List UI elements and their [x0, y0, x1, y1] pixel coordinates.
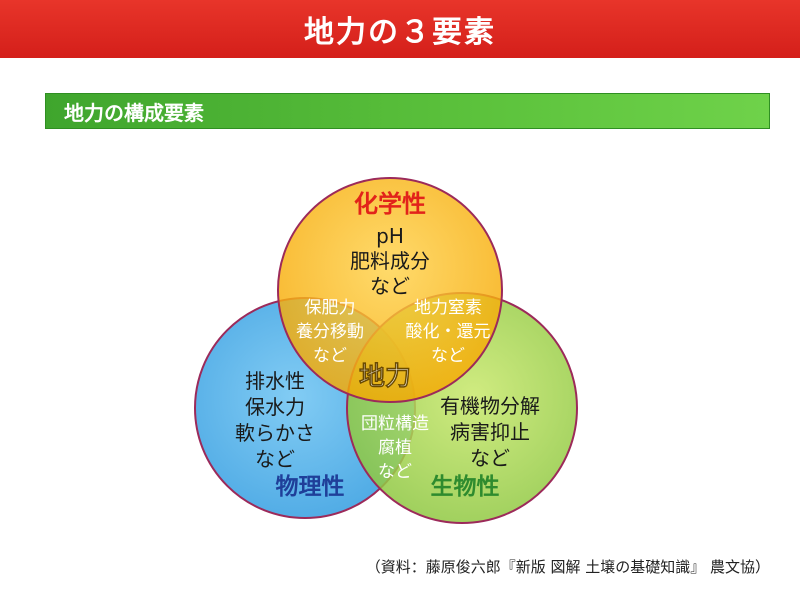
physical-line-3: 軟らかさ: [235, 421, 315, 445]
physical-title: 物理性: [276, 473, 345, 500]
chemical-circle: [277, 177, 503, 403]
biological-line-3: など: [470, 446, 510, 470]
center-label: 地力: [359, 362, 411, 392]
chem-bio-line-1: 地力窒素: [414, 298, 482, 318]
chem-phys-line-2: 養分移動: [296, 322, 364, 342]
biological-title: 生物性: [431, 473, 500, 500]
phys-bio-line-3: など: [378, 462, 412, 482]
physical-line-1: 排水性: [245, 369, 305, 393]
phys-bio-line-2: 腐植: [378, 438, 412, 458]
chem-bio-line-3: など: [431, 346, 465, 366]
section-title: 地力の構成要素: [64, 100, 204, 125]
chemical-line-1: pH: [376, 224, 404, 248]
biological-line-1: 有機物分解: [440, 394, 540, 418]
chem-phys-line-3: など: [313, 346, 347, 366]
title-bar: 地力の３要素: [0, 0, 800, 58]
chemical-line-3: など: [370, 274, 410, 298]
chem-phys-line-1: 保肥力: [305, 298, 356, 318]
chem-bio-line-2: 酸化・還元: [406, 322, 491, 342]
chemical-line-2: 肥料成分: [350, 249, 430, 273]
physical-line-2: 保水力: [245, 395, 305, 419]
biological-line-2: 病害抑止: [450, 420, 530, 444]
physical-line-4: など: [255, 447, 295, 471]
page-title: 地力の３要素: [304, 15, 496, 50]
chemical-title: 化学性: [354, 190, 426, 218]
section-header: 地力の構成要素: [45, 93, 770, 129]
phys-bio-line-1: 団粒構造: [361, 414, 429, 434]
source-credit: （資料：藤原俊六郎『新版 図解 土壌の基礎知識』 農文協）: [365, 558, 770, 576]
